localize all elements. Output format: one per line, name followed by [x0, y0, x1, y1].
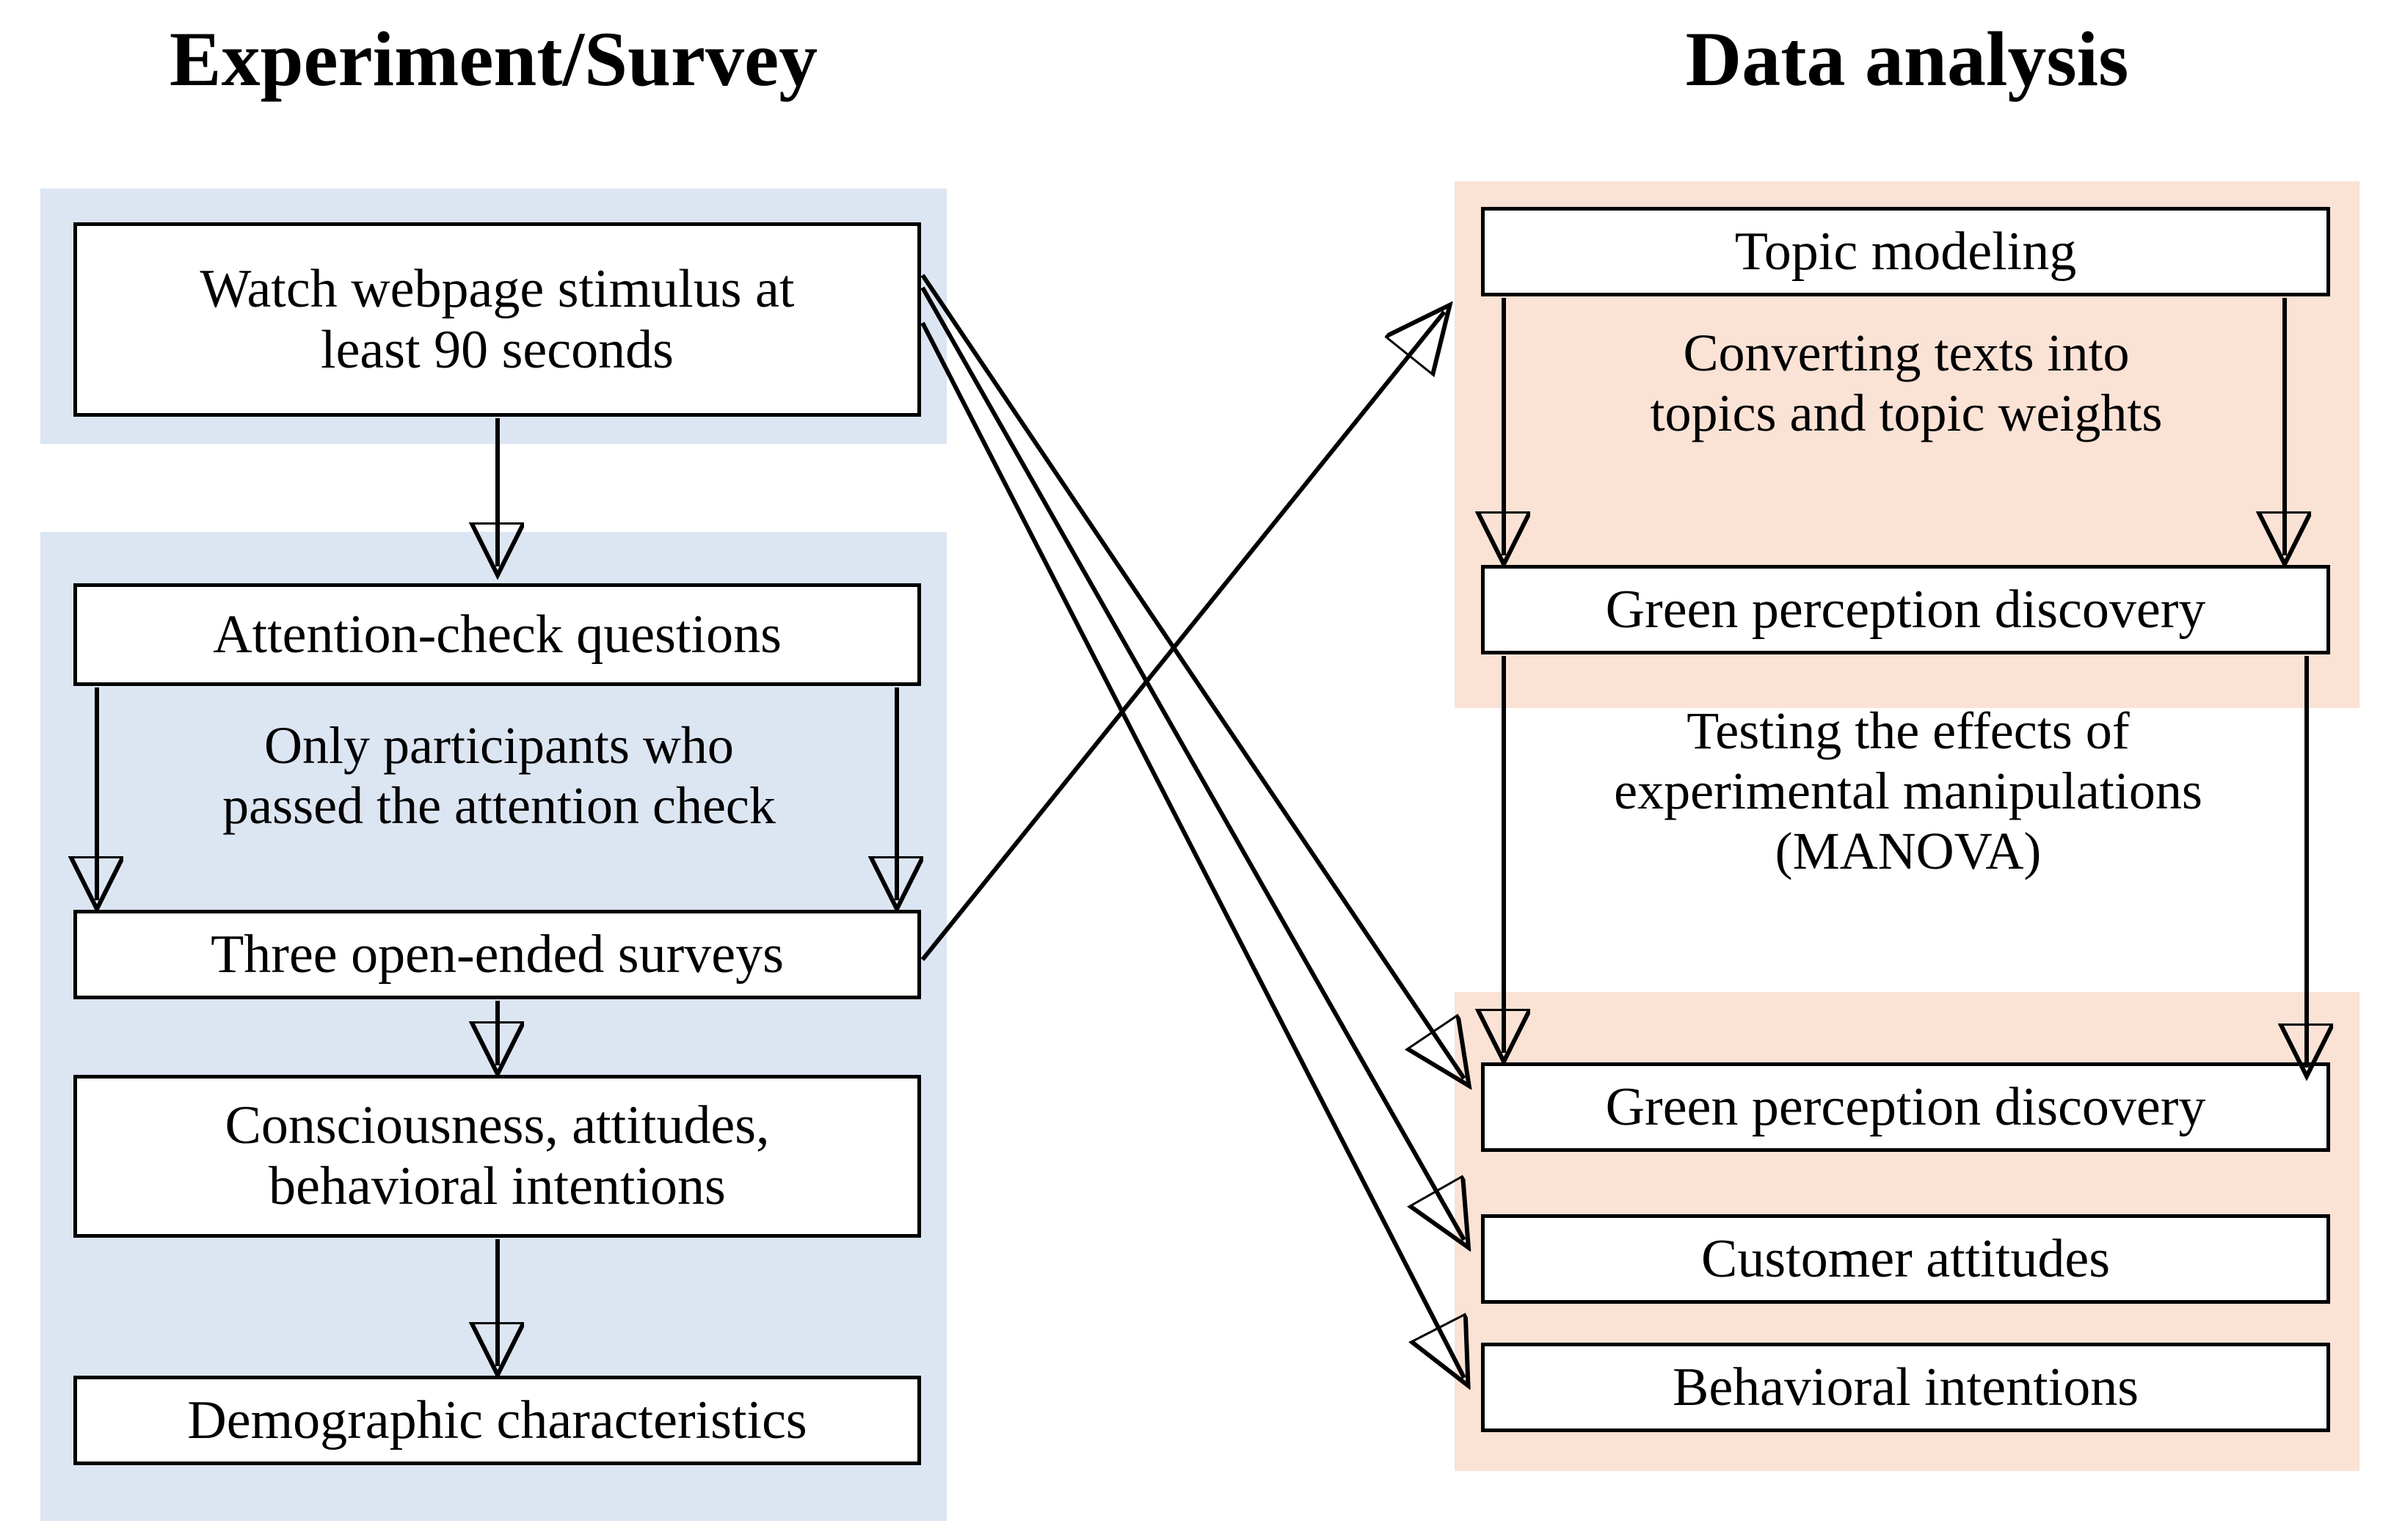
node-customer-attitudes[interactable]: Customer attitudes: [1481, 1214, 2330, 1304]
left-column-title: Experiment/Survey: [169, 16, 818, 102]
node-green-perception-top[interactable]: Green perception discovery: [1481, 565, 2330, 654]
right-column-title: Data analysis: [1685, 16, 2129, 102]
node-open-surveys[interactable]: Three open-ended surveys: [73, 910, 921, 999]
arrow-surveys-to-topic-modeling: [920, 312, 1444, 961]
arrow-watch-to-behavioral-intentions: [920, 321, 1464, 1378]
node-green-perception-bottom[interactable]: Green perception discovery: [1481, 1062, 2330, 1152]
node-consciousness-attitudes[interactable]: Consciousness, attitudes, behavioral int…: [73, 1075, 921, 1238]
caption-attention-note: Only participants who passed the attenti…: [222, 716, 776, 836]
arrow-watch-to-customer-attitudes: [920, 286, 1464, 1240]
node-demographics[interactable]: Demographic characteristics: [73, 1376, 921, 1465]
node-attention-check[interactable]: Attention-check questions: [73, 583, 921, 686]
caption-converting-note: Converting texts into topics and topic w…: [1650, 324, 2163, 443]
node-behavioral-intentions[interactable]: Behavioral intentions: [1481, 1343, 2330, 1432]
node-topic-modeling[interactable]: Topic modeling: [1481, 207, 2330, 296]
arrow-watch-to-green-bottom: [920, 274, 1464, 1079]
node-watch-stimulus[interactable]: Watch webpage stimulus at least 90 secon…: [73, 222, 921, 417]
caption-manova-note: Testing the effects of experimental mani…: [1614, 701, 2202, 881]
